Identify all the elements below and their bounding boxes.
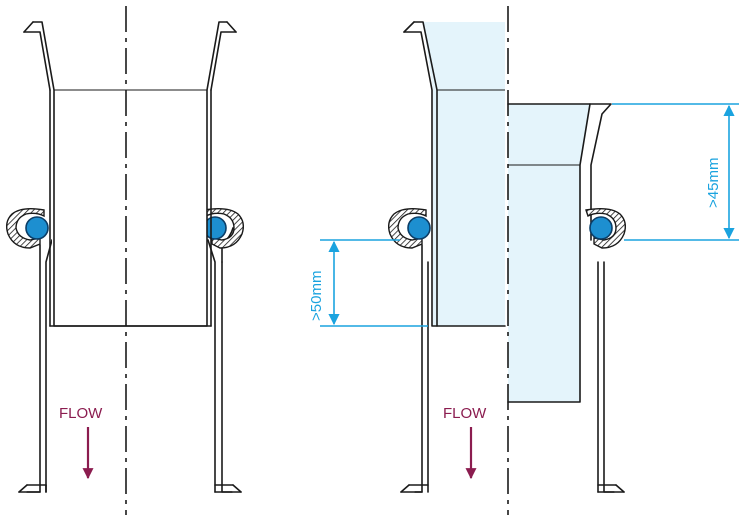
seal-ring-icon <box>25 216 49 240</box>
left-socket-right <box>203 207 245 249</box>
left-inner-pipe <box>23 21 237 327</box>
right-assembly: >45mm >50mm FLOW <box>308 6 739 515</box>
flow-label-left: FLOW <box>59 405 103 422</box>
right-outer-pipe <box>400 244 625 493</box>
seal-ring-icon <box>589 216 613 240</box>
left-socket-left <box>5 207 49 249</box>
left-assembly: FLOW <box>5 6 245 515</box>
right-upper-pipe <box>403 21 506 327</box>
right-lower-pipe <box>507 103 612 403</box>
flow-label-right: FLOW <box>443 405 487 422</box>
dimension-50: >50mm <box>308 239 428 327</box>
dimension-label-50: >50mm <box>308 271 325 321</box>
right-socket-left <box>387 207 431 249</box>
right-socket-right <box>585 207 627 249</box>
seal-ring-icon <box>407 216 431 240</box>
dimension-45: >45mm <box>612 103 739 241</box>
dimension-label-45: >45mm <box>705 158 722 208</box>
